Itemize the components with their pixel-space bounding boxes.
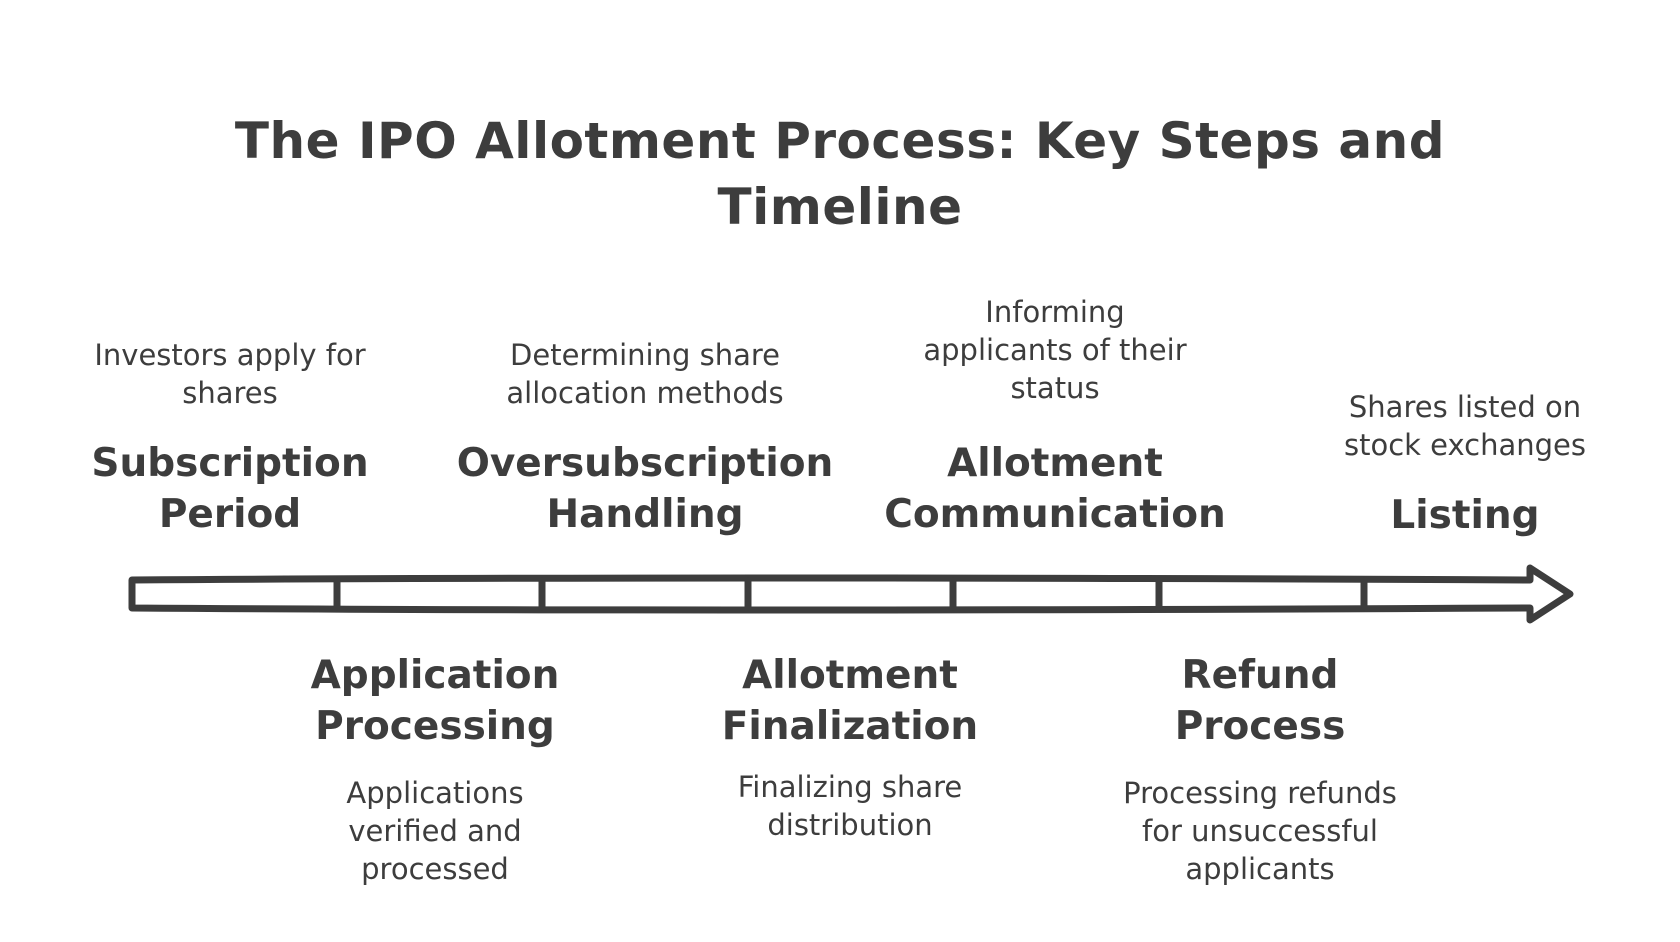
diagram-title: The IPO Allotment Process: Key Steps and… bbox=[234, 112, 1446, 236]
step-title: Allotment Finalization bbox=[721, 653, 979, 749]
step-description: Determining share allocation methods bbox=[506, 338, 784, 410]
step-title: Listing bbox=[1390, 493, 1540, 538]
step-title: Subscription Period bbox=[91, 441, 369, 537]
step-description: Shares listed on stock exchanges bbox=[1344, 390, 1586, 462]
step-refund-process: Refund Process Processing refunds for un… bbox=[1090, 650, 1430, 888]
timeline-shaft bbox=[128, 564, 1574, 624]
step-listing: Shares listed on stock exchanges Listing bbox=[1310, 388, 1620, 541]
step-application-processing: Application Processing Applications veri… bbox=[275, 650, 595, 888]
step-description: Investors apply for shares bbox=[94, 338, 366, 410]
step-description: Finalizing share distribution bbox=[737, 770, 963, 842]
step-description: Informing applicants of their status bbox=[923, 295, 1187, 405]
step-title: Refund Process bbox=[1174, 653, 1346, 749]
step-description: Applications verified and processed bbox=[346, 776, 524, 886]
step-allotment-communication: Informing applicants of their status All… bbox=[880, 293, 1230, 540]
step-title: Application Processing bbox=[310, 653, 560, 749]
step-title: Allotment Communication bbox=[884, 441, 1226, 537]
step-subscription-period: Investors apply for shares Subscription … bbox=[60, 336, 400, 540]
step-title: Oversubscription Handling bbox=[456, 441, 834, 537]
step-oversubscription-handling: Determining share allocation methods Ove… bbox=[440, 336, 850, 540]
step-allotment-finalization: Allotment Finalization Finalizing share … bbox=[690, 650, 1010, 844]
step-description: Processing refunds for unsuccessful appl… bbox=[1123, 776, 1397, 886]
